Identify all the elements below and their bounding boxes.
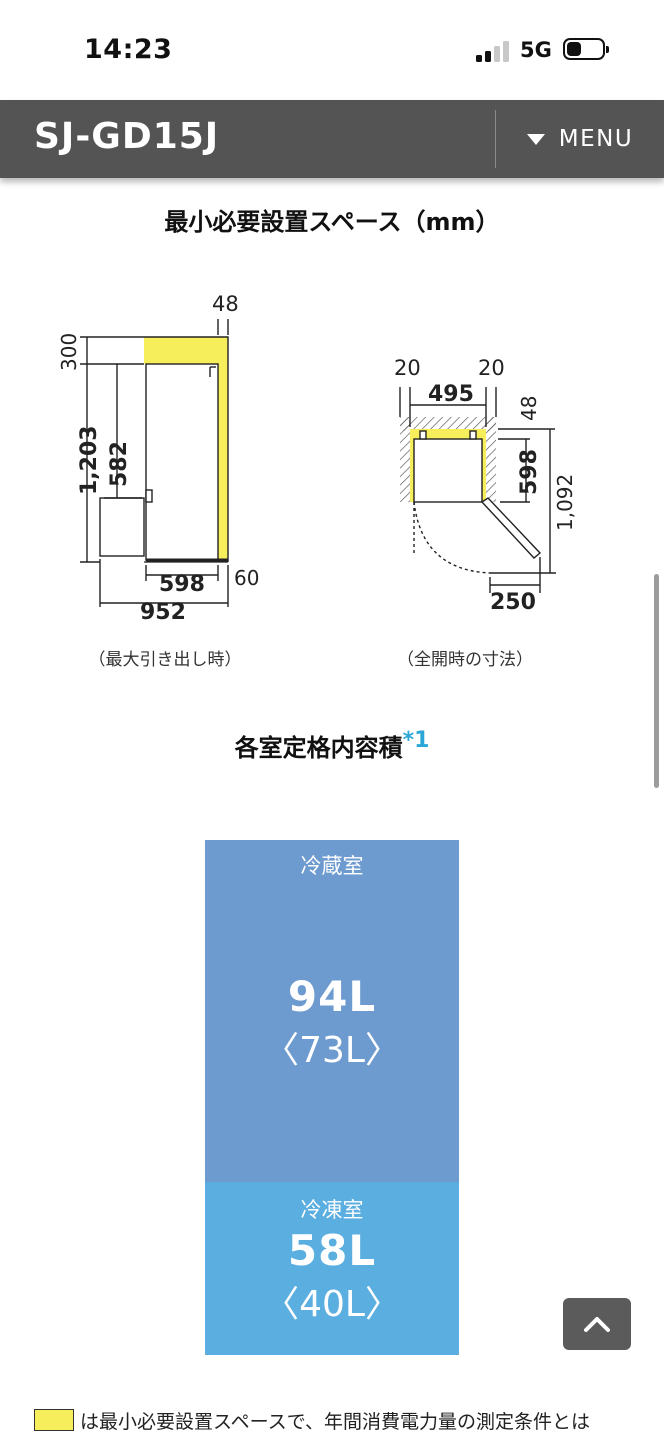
top-view-caption: （全開時の寸法） <box>397 650 533 670</box>
freezer-sub-volume: 〈40L〉 <box>263 1284 401 1325</box>
menu-label: MENU <box>558 126 634 152</box>
legend-swatch <box>34 1409 74 1431</box>
capacity-title-text: 各室定格内容積 <box>234 734 403 762</box>
status-bar: 14:23 5G <box>0 0 664 100</box>
dim-drawer-depth: 952 <box>140 600 186 625</box>
dim-depth: 598 <box>159 572 205 597</box>
freezer-capacity-block: 冷凍室 58L 〈40L〉 <box>205 1182 459 1355</box>
header-divider <box>495 110 496 168</box>
dim-back-gap: 60 <box>234 566 259 590</box>
capacity-section-title: 各室定格内容積*1 <box>0 728 664 763</box>
side-view-caption: （最大引き出し時） <box>88 650 242 670</box>
legend: は最小必要設置スペースで、年間消費電力量の測定条件とは <box>34 1406 590 1434</box>
status-time: 14:23 <box>84 34 173 65</box>
dim-depth-top: 598 <box>517 449 542 495</box>
footnote-link[interactable]: *1 <box>402 728 430 753</box>
freezer-volume: 58L <box>287 1226 377 1275</box>
network-label: 5G <box>520 38 552 62</box>
side-view-diagram: 48 300 1,203 582 598 60 952 <box>57 292 259 625</box>
dim-open-depth: 1,092 <box>553 474 577 531</box>
fridge-volume: 94L <box>287 972 377 1021</box>
battery-icon <box>563 38 609 60</box>
app-header: SJ-GD15J MENU <box>0 100 664 178</box>
space-section-title: 最小必要設置スペース（mm） <box>164 208 500 236</box>
scrollbar-thumb[interactable] <box>654 574 659 788</box>
menu-button[interactable]: MENU <box>496 100 664 178</box>
dim-top-gap: 48 <box>212 292 239 316</box>
dim-right-gap: 20 <box>478 356 505 380</box>
caret-down-icon <box>526 133 545 145</box>
top-view-diagram: 20 20 495 48 598 1,092 250 <box>394 356 577 615</box>
dim-left-gap: 20 <box>394 356 421 380</box>
legend-text: は最小必要設置スペースで、年間消費電力量の測定条件とは <box>80 1410 590 1433</box>
fridge-capacity-block: 冷蔵室 94L 〈73L〉 <box>205 840 459 1182</box>
page-title: SJ-GD15J <box>34 116 220 157</box>
dim-lower-height: 582 <box>107 441 132 487</box>
dim-door-swing: 250 <box>490 590 536 615</box>
chevron-up-icon <box>584 1317 610 1332</box>
signal-icon <box>476 40 510 62</box>
fridge-sub-volume: 〈73L〉 <box>263 1030 401 1071</box>
dim-total-height: 1,203 <box>77 425 102 495</box>
freezer-name: 冷凍室 <box>300 1198 364 1222</box>
dim-width: 495 <box>428 382 474 407</box>
fridge-name: 冷蔵室 <box>300 854 364 878</box>
dim-top-height: 300 <box>57 333 81 371</box>
back-to-top-button[interactable] <box>563 1298 631 1350</box>
dim-back-gap-top: 48 <box>517 396 541 421</box>
